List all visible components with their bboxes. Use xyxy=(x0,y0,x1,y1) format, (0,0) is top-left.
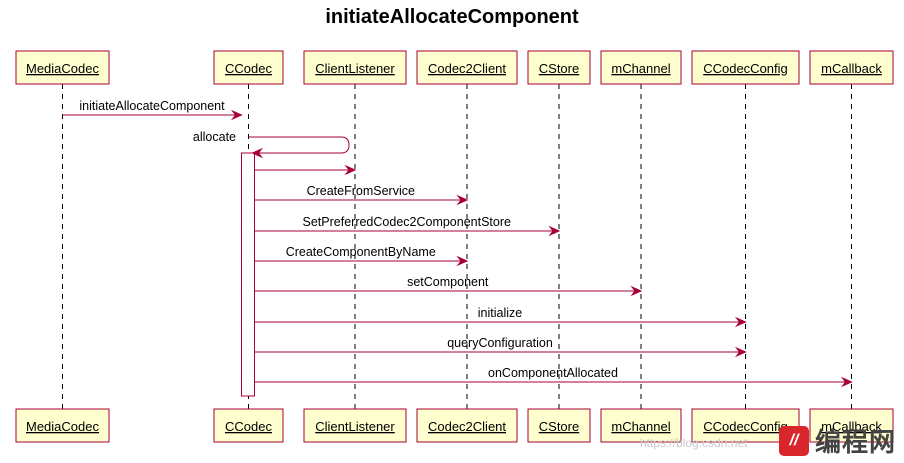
participant-m-channel-top: mChannel xyxy=(600,50,682,85)
message-allocate-arrowhead xyxy=(251,147,264,159)
watermark-logo: // xyxy=(778,425,809,456)
message-unnamed-2-arrowhead xyxy=(344,164,357,176)
watermark-url: https://blog.csdn.net xyxy=(640,436,748,450)
participant-ccodec-top: CCodec xyxy=(213,50,284,85)
participant-box xyxy=(527,50,591,85)
participant-label: mChannel xyxy=(611,61,670,76)
participant-m-callback-top: mCallback xyxy=(809,50,894,85)
participant-cstore-top: CStore xyxy=(527,50,591,85)
message-query-configuration-arrowhead xyxy=(734,346,747,358)
participant-ccodec-bottom: CCodec xyxy=(213,408,284,443)
message-allocate-line xyxy=(248,136,350,154)
message-initiate-allocate-component-label: initiateAllocateComponent xyxy=(79,99,225,113)
participant-label: Codec2Client xyxy=(428,419,506,434)
watermark-brand: 编程网 xyxy=(814,428,896,458)
participant-box xyxy=(303,408,407,443)
participant-media-codec-bottom: MediaCodec xyxy=(15,408,110,443)
participant-box xyxy=(416,408,518,443)
participant-box xyxy=(600,408,682,443)
participant-cstore-bottom: CStore xyxy=(527,408,591,443)
participant-label: MediaCodec xyxy=(26,419,99,434)
message-create-component-by-name-label: CreateComponentByName xyxy=(286,245,436,259)
participant-box xyxy=(416,50,518,85)
participant-label: CStore xyxy=(539,419,579,434)
activation-bar xyxy=(241,152,255,397)
participant-label: ClientListener xyxy=(315,61,395,76)
participant-box xyxy=(809,50,894,85)
participant-label: MediaCodec xyxy=(26,61,99,76)
participant-client-listener-top: ClientListener xyxy=(303,50,407,85)
participant-box xyxy=(213,50,284,85)
message-set-preferred-codec2component-store-arrowhead xyxy=(548,225,561,237)
message-query-configuration-label: queryConfiguration xyxy=(447,336,553,350)
diagram-title: initiateAllocateComponent xyxy=(325,6,579,28)
participant-label: mCallback xyxy=(821,419,882,434)
message-set-preferred-codec2component-store-label: SetPreferredCodec2ComponentStore xyxy=(303,215,512,229)
participant-box xyxy=(15,50,110,85)
message-allocate-label: allocate xyxy=(193,130,236,144)
message-initialize-label: initialize xyxy=(478,306,523,320)
participant-client-listener-bottom: ClientListener xyxy=(303,408,407,443)
message-on-component-allocated-arrowhead xyxy=(840,376,853,388)
participant-label: ClientListener xyxy=(315,419,395,434)
participant-m-callback-bottom: mCallback xyxy=(809,408,894,443)
participant-label: mCallback xyxy=(821,61,882,76)
participant-box xyxy=(303,50,407,85)
participant-box xyxy=(15,408,110,443)
participant-box xyxy=(527,408,591,443)
participant-label: CStore xyxy=(539,61,579,76)
participant-ccodec-config-top: CCodecConfig xyxy=(691,50,800,85)
message-set-component-label: setComponent xyxy=(407,275,489,289)
message-set-component-arrowhead xyxy=(630,285,643,297)
participant-codec2client-top: Codec2Client xyxy=(416,50,518,85)
participant-box xyxy=(691,50,800,85)
participant-media-codec-top: MediaCodec xyxy=(15,50,110,85)
participant-label: CCodecConfig xyxy=(703,61,788,76)
watermark: // 编程网 xyxy=(778,422,896,459)
participant-label: CCodec xyxy=(225,419,272,434)
message-initialize-arrowhead xyxy=(734,316,747,328)
participant-label: mChannel xyxy=(611,419,670,434)
participant-m-channel-bottom: mChannel xyxy=(600,408,682,443)
message-initiate-allocate-component-arrowhead xyxy=(230,109,243,121)
participant-label: Codec2Client xyxy=(428,61,506,76)
participant-box xyxy=(600,50,682,85)
participant-label: CCodecConfig xyxy=(703,419,788,434)
participant-box xyxy=(213,408,284,443)
message-create-from-service-label: CreateFromService xyxy=(307,184,415,198)
participant-box xyxy=(809,408,894,443)
participant-codec2client-bottom: Codec2Client xyxy=(416,408,518,443)
message-create-component-by-name-arrowhead xyxy=(456,255,469,267)
message-create-from-service-arrowhead xyxy=(456,194,469,206)
participant-label: CCodec xyxy=(225,61,272,76)
message-on-component-allocated-label: onComponentAllocated xyxy=(488,366,618,380)
